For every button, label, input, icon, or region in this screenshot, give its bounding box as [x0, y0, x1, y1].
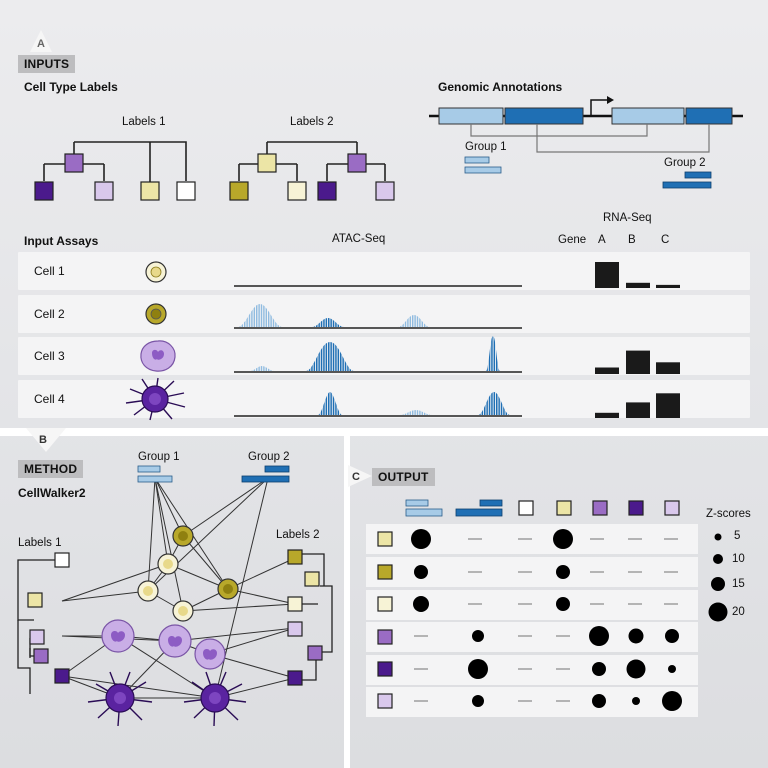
atac-seq-title: ATAC-Seq: [332, 233, 386, 245]
cell1-icon: [145, 261, 167, 283]
cell1-label: Cell 1: [34, 264, 65, 278]
dendro1-leaf-white: [176, 181, 196, 201]
rna-bar-1-C: [656, 284, 680, 288]
svg-text:A: A: [37, 38, 45, 50]
panel-divider-horizontal: [0, 428, 768, 436]
dendro1-node-mid-purple: [64, 153, 84, 173]
dendro1-leaf-light-yellow: [140, 181, 160, 201]
dendro2-node-mid-purple: [347, 153, 367, 173]
input-assays-title: Input Assays: [24, 234, 99, 248]
dendro2-leaf-olive: [229, 181, 249, 201]
cell2-label: Cell 2: [34, 307, 65, 321]
zscore-legend-10: 10: [732, 553, 745, 565]
labels1-title: Labels 1: [122, 116, 166, 128]
rna-bar-3-A: [595, 367, 619, 374]
cell-type-labels-title: Cell Type Labels: [24, 80, 118, 94]
genomic-annotations-title: Genomic Annotations: [438, 80, 563, 94]
rna-seq-title: RNA-Seq: [603, 212, 652, 224]
dendrogram-labels2: [229, 141, 395, 201]
panel-c-marker: C: [348, 465, 372, 487]
dendrogram-labels1: [34, 141, 196, 201]
rna-bar-4-A: [595, 412, 619, 418]
gene-a-header: A: [598, 234, 606, 246]
dendro2-node-light-yellow: [257, 153, 277, 173]
zscore-legend-dots: [708, 533, 728, 622]
dendro1-leaf-light-purple: [94, 181, 114, 201]
method-group1-label: Group 1: [138, 451, 180, 463]
svg-text:C: C: [352, 471, 360, 483]
output-tag: OUTPUT: [372, 468, 435, 486]
zscore-legend-15: 15: [732, 578, 745, 590]
gene-header: Gene: [558, 234, 587, 246]
rna-bar-3-C: [656, 362, 680, 374]
output-row-6: [366, 687, 698, 717]
svg-text:B: B: [39, 434, 47, 446]
cell3-icon: [140, 340, 176, 372]
zscores-title: Z-scores: [706, 508, 751, 520]
method-labels2-label: Labels 2: [276, 529, 320, 541]
rna-bar-3-B: [626, 350, 650, 374]
method-labels1-label: Labels 1: [18, 537, 62, 549]
labels2-title: Labels 2: [290, 116, 334, 128]
dendro1-leaf-dark-purple: [34, 181, 54, 201]
rna-bar-1-A: [595, 262, 619, 288]
annotation-group1-label: Group 1: [465, 141, 507, 153]
assay-row-cell2: Cell 2: [18, 295, 750, 333]
rna-bar-4-B: [626, 402, 650, 418]
panel-b-marker: B: [26, 428, 66, 452]
panel-divider-vertical: [344, 436, 350, 768]
method-tag: METHOD: [18, 460, 84, 478]
dendro2-leaf-light-purple: [375, 181, 395, 201]
method-group2-label: Group 2: [248, 451, 290, 463]
rna-bar-1-B: [626, 282, 650, 288]
zscore-legend-20: 20: [732, 606, 745, 618]
genomic-annotations-diagram: [429, 96, 743, 189]
panel-a-marker: A: [30, 30, 52, 52]
output-dot-matrix: [377, 529, 682, 711]
cell2-icon: [145, 303, 167, 325]
annotation-group2-label: Group 2: [664, 157, 706, 169]
cellwalker2-title: CellWalker2: [18, 486, 86, 500]
inputs-tag: INPUTS: [18, 55, 76, 73]
rna-seq-bars: [595, 262, 680, 418]
cell4-icon: [125, 377, 186, 421]
output-column-headers: [405, 499, 680, 517]
zscore-legend-5: 5: [734, 530, 741, 542]
dendro2-leaf-dark-purple: [317, 181, 337, 201]
gene-b-header: B: [628, 234, 636, 246]
cell4-label: Cell 4: [34, 392, 65, 406]
atac-seq-tracks: [234, 285, 522, 417]
rna-bar-4-C: [656, 393, 680, 418]
dendro2-leaf-pale-yellow: [287, 181, 307, 201]
gene-c-header: C: [661, 234, 670, 246]
cell3-label: Cell 3: [34, 349, 65, 363]
cellwalker-graph: [17, 465, 333, 727]
